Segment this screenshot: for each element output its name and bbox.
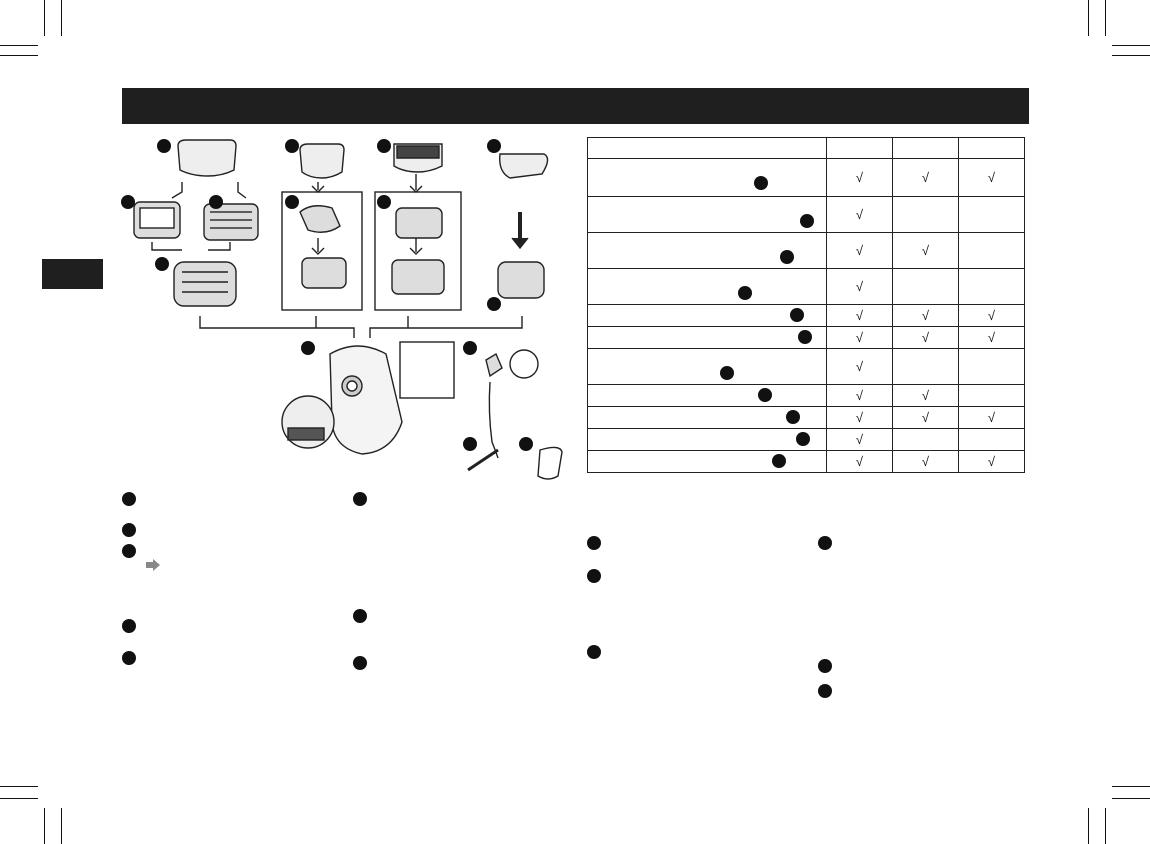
cap-d-illustration bbox=[499, 153, 549, 179]
cap-a-illustration bbox=[177, 139, 237, 177]
pouch-illustration bbox=[537, 446, 563, 480]
arrow-right-icon bbox=[146, 559, 160, 571]
group-box-1 bbox=[281, 191, 363, 311]
table-row: √√√ bbox=[587, 406, 1025, 429]
section-header-bar bbox=[122, 88, 1029, 124]
table-row: √√ bbox=[587, 384, 1025, 407]
adapter-illustration bbox=[485, 352, 503, 378]
table-row: √ bbox=[587, 348, 1025, 385]
epilator-head-illustration bbox=[173, 261, 237, 307]
table-row: √ bbox=[587, 268, 1025, 305]
table-row: √√√ bbox=[587, 326, 1025, 349]
head-2-illustration bbox=[203, 203, 259, 241]
parts-diagram bbox=[121, 139, 563, 480]
table-row: √√√ bbox=[587, 304, 1025, 327]
table-row: √ bbox=[587, 196, 1025, 233]
table-row: √√√ bbox=[587, 450, 1025, 473]
cleaning-brush-illustration bbox=[467, 448, 499, 472]
feature-table: √√√ √ √√ √ √√√ √√√ √ √√ √√√ √ √√√ bbox=[587, 137, 1025, 473]
table-row: √ bbox=[587, 428, 1025, 451]
table-header-row bbox=[587, 137, 1025, 159]
main-body-illustration bbox=[329, 345, 403, 455]
table-row: √√ bbox=[587, 232, 1025, 269]
cap-b-illustration bbox=[299, 143, 345, 179]
group-box-2 bbox=[374, 191, 462, 311]
language-side-tab bbox=[42, 259, 103, 289]
table-row: √√√ bbox=[587, 158, 1025, 197]
